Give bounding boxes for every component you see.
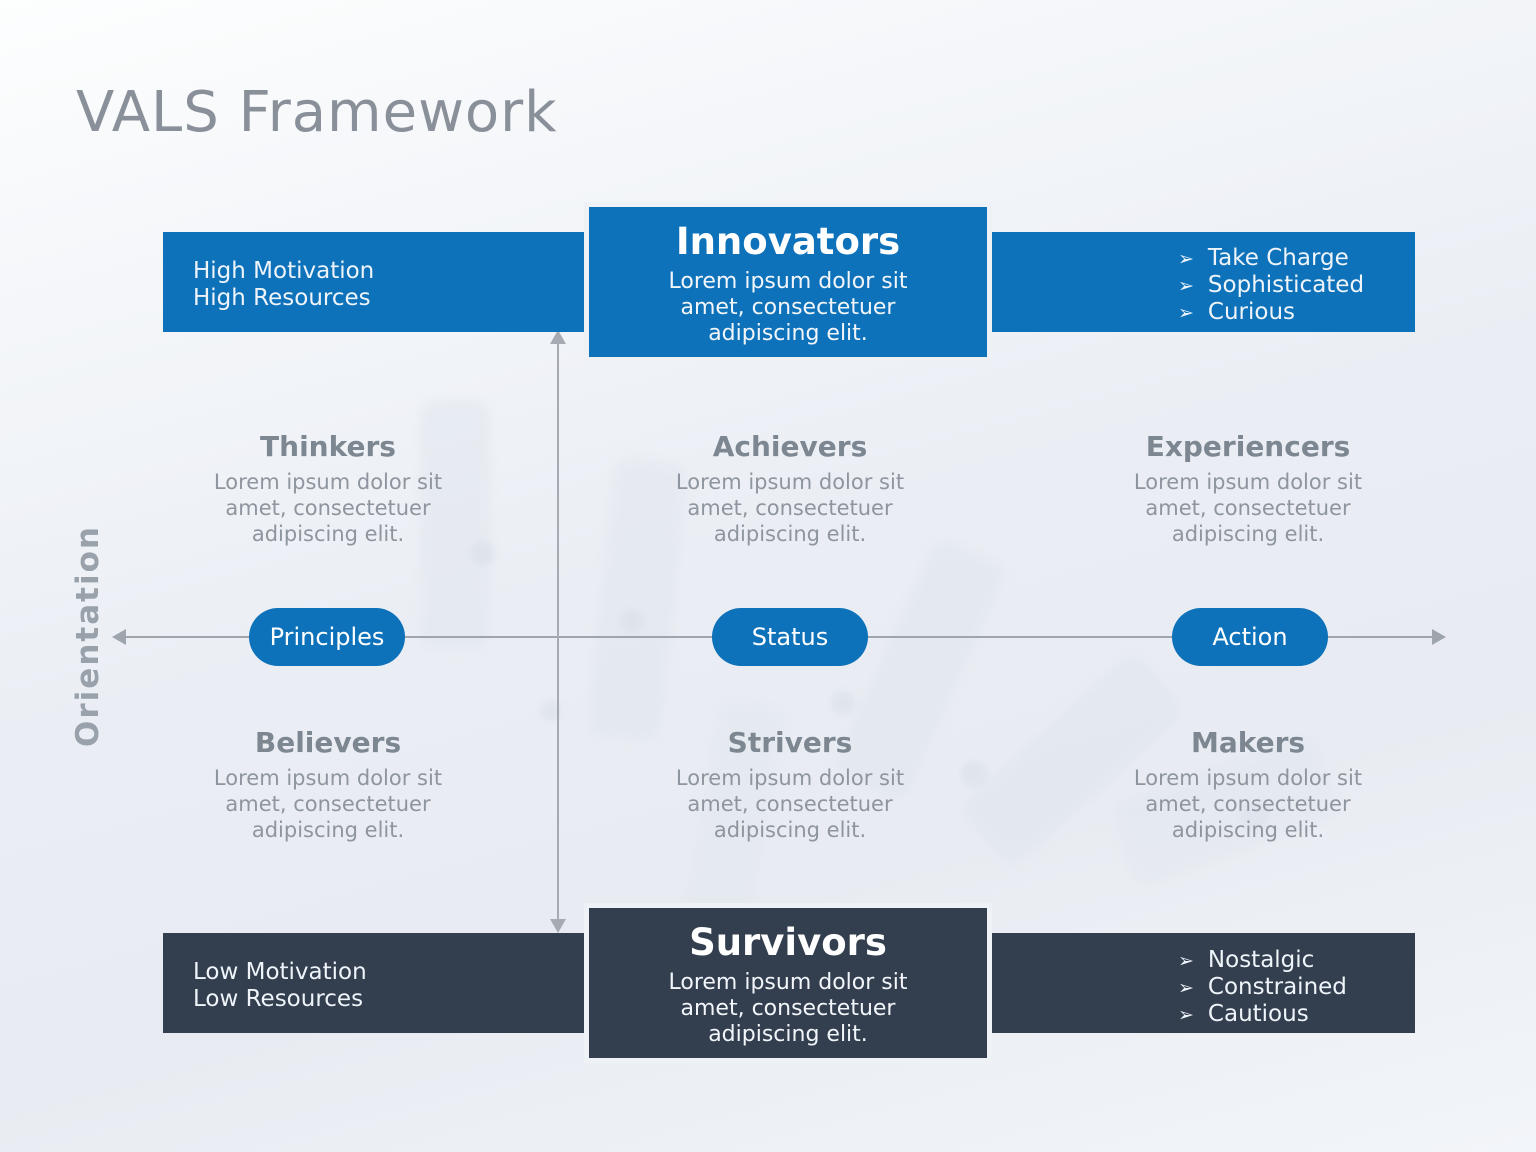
axis-arrow-down-icon <box>550 919 566 933</box>
domino-dot <box>620 610 644 634</box>
innovators-title: Innovators <box>675 220 901 263</box>
list-item: ➢ Nostalgic <box>1178 947 1347 974</box>
segment-body: Lorem ipsum dolor sit amet, consectetuer… <box>1133 766 1363 842</box>
segment-body: Lorem ipsum dolor sit amet, consectetuer… <box>675 766 905 842</box>
segment-believers: Believers Lorem ipsum dolor sit amet, co… <box>161 726 495 843</box>
list-item: ➢ Constrained <box>1178 974 1347 1001</box>
segment-body: Lorem ipsum dolor sit amet, consectetuer… <box>1133 470 1363 546</box>
segment-title: Makers <box>1190 726 1306 759</box>
survivors-box: Survivors Lorem ipsum dolor sit amet, co… <box>584 903 992 1063</box>
bullet-label: Constrained <box>1207 974 1347 1000</box>
pill-label: Principles <box>269 623 385 651</box>
segment-achievers: Achievers Lorem ipsum dolor sit amet, co… <box>623 430 957 547</box>
domino-dot <box>830 690 856 716</box>
arrowhead-bullet-icon: ➢ <box>1178 248 1194 270</box>
bullet-label: Sophisticated <box>1207 272 1365 298</box>
list-item: ➢ Cautious <box>1178 1001 1347 1028</box>
segment-makers: Makers Lorem ipsum dolor sit amet, conse… <box>1081 726 1415 843</box>
pill-label: Action <box>1212 623 1288 651</box>
bullet-label: Cautious <box>1207 1001 1309 1027</box>
band-label-line: Low Resources <box>193 986 364 1012</box>
survivors-description: Lorem ipsum dolor sit amet, consectetuer… <box>668 970 908 1047</box>
segment-experiencers: Experiencers Lorem ipsum dolor sit amet,… <box>1081 430 1415 547</box>
low-motivation-label: Low Motivation Low Resources <box>193 959 367 1013</box>
segment-title: Believers <box>254 726 402 759</box>
axis-arrow-up-icon <box>550 330 566 344</box>
band-label-line: Low Motivation <box>193 959 367 985</box>
bullet-label: Curious <box>1207 299 1296 325</box>
band-label-line: High Resources <box>193 285 371 311</box>
innovators-traits-list: ➢ Take Charge ➢ Sophisticated ➢ Curious <box>1178 245 1364 326</box>
axis-pill-status: Status <box>712 608 868 666</box>
segment-title: Achievers <box>712 430 868 463</box>
arrowhead-bullet-icon: ➢ <box>1178 302 1194 324</box>
segment-title: Thinkers <box>260 430 396 463</box>
arrowhead-bullet-icon: ➢ <box>1178 977 1194 999</box>
slide-title: VALS Framework <box>76 79 558 145</box>
arrowhead-bullet-icon: ➢ <box>1178 275 1194 297</box>
segment-title: Strivers <box>727 726 853 759</box>
list-item: ➢ Take Charge <box>1178 245 1364 272</box>
axis-pill-action: Action <box>1172 608 1328 666</box>
band-label-line: High Motivation <box>193 258 375 284</box>
segment-thinkers: Thinkers Lorem ipsum dolor sit amet, con… <box>161 430 495 547</box>
segment-body: Lorem ipsum dolor sit amet, consectetuer… <box>213 766 443 842</box>
segment-strivers: Strivers Lorem ipsum dolor sit amet, con… <box>623 726 957 843</box>
arrowhead-bullet-icon: ➢ <box>1178 1004 1194 1026</box>
pill-label: Status <box>751 623 829 651</box>
list-item: ➢ Curious <box>1178 299 1364 326</box>
vertical-axis-line <box>557 340 559 925</box>
axis-pill-principles: Principles <box>249 608 405 666</box>
axis-arrow-left-icon <box>112 629 126 645</box>
segment-body: Lorem ipsum dolor sit amet, consectetuer… <box>675 470 905 546</box>
segment-title: Experiencers <box>1145 430 1351 463</box>
segment-body: Lorem ipsum dolor sit amet, consectetuer… <box>213 470 443 546</box>
arrowhead-bullet-icon: ➢ <box>1178 950 1194 972</box>
bullet-label: Take Charge <box>1207 245 1349 271</box>
list-item: ➢ Sophisticated <box>1178 272 1364 299</box>
survivors-traits-list: ➢ Nostalgic ➢ Constrained ➢ Cautious <box>1178 947 1347 1028</box>
bullet-label: Nostalgic <box>1207 947 1315 973</box>
orientation-axis-label: Orientation <box>70 525 106 747</box>
innovators-description: Lorem ipsum dolor sit amet, consectetuer… <box>668 269 908 346</box>
high-motivation-label: High Motivation High Resources <box>193 258 374 312</box>
survivors-title: Survivors <box>689 921 887 964</box>
axis-arrow-right-icon <box>1432 629 1446 645</box>
innovators-box: Innovators Lorem ipsum dolor sit amet, c… <box>584 202 992 362</box>
domino-dot <box>960 760 988 788</box>
